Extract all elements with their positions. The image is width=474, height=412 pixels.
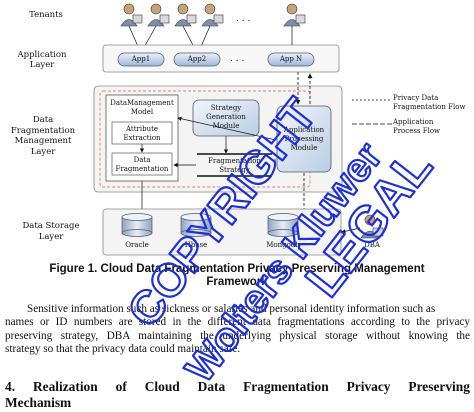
tenants-label: Tenants <box>29 10 63 20</box>
application-processing-box <box>276 105 332 173</box>
oracle-label: Oracle <box>125 241 149 249</box>
appn-label: App N <box>279 55 303 63</box>
paragraph-line: preserving strategy, DBA maintaining the… <box>5 329 470 342</box>
hbase-label: Hbase <box>184 241 208 249</box>
tenant-icon <box>201 3 224 27</box>
tenants-ellipsis: . . . <box>236 14 251 24</box>
apps-ellipsis: . . . <box>230 54 245 64</box>
tenant-icon <box>174 3 197 27</box>
hbase-db-icon <box>180 213 212 237</box>
mongodb-label: Mongodb <box>266 241 300 249</box>
database-cylinders <box>121 213 299 237</box>
mongodb-db-icon <box>267 213 299 237</box>
section-heading-line-1: 4. Realization of Cloud Data Fragmentati… <box>5 379 470 394</box>
caption-line-1: Figure 1. Cloud Data Fragmentation Priva… <box>49 263 425 275</box>
data-fragmentation-box <box>111 152 173 176</box>
body-paragraph: Sensitive information such as sickness o… <box>5 303 470 356</box>
section-heading: 4. Realization of Cloud Data Fragmentati… <box>5 379 470 411</box>
tenant-icon <box>120 3 143 27</box>
app2-label: App2 <box>187 55 207 63</box>
figure-caption: Figure 1. Cloud Data Fragmentation Priva… <box>0 263 474 289</box>
dba-person-icon <box>360 214 384 239</box>
oracle-db-icon <box>121 213 153 237</box>
privacy-boundary <box>99 90 311 188</box>
caption-line-2: Framework <box>206 276 268 288</box>
tenant-icon <box>283 3 306 27</box>
tenant-icons <box>120 3 306 27</box>
process-flow-arrows <box>295 72 313 215</box>
diagram-graphics <box>93 3 392 256</box>
paragraph-line: names or ID numbers are stored in the di… <box>5 316 470 329</box>
paragraph-line: strategy so that the privacy data could … <box>5 342 241 355</box>
paragraph-line: Sensitive information such as sickness o… <box>27 303 436 315</box>
appn-pill <box>267 52 315 67</box>
dba-label: DBA <box>364 241 380 249</box>
section-heading-line-2: Mechanism <box>5 395 72 410</box>
tenant-icon <box>147 3 170 27</box>
app2-pill <box>173 52 221 67</box>
app1-label: App1 <box>131 55 151 63</box>
app1-pill <box>117 52 165 67</box>
